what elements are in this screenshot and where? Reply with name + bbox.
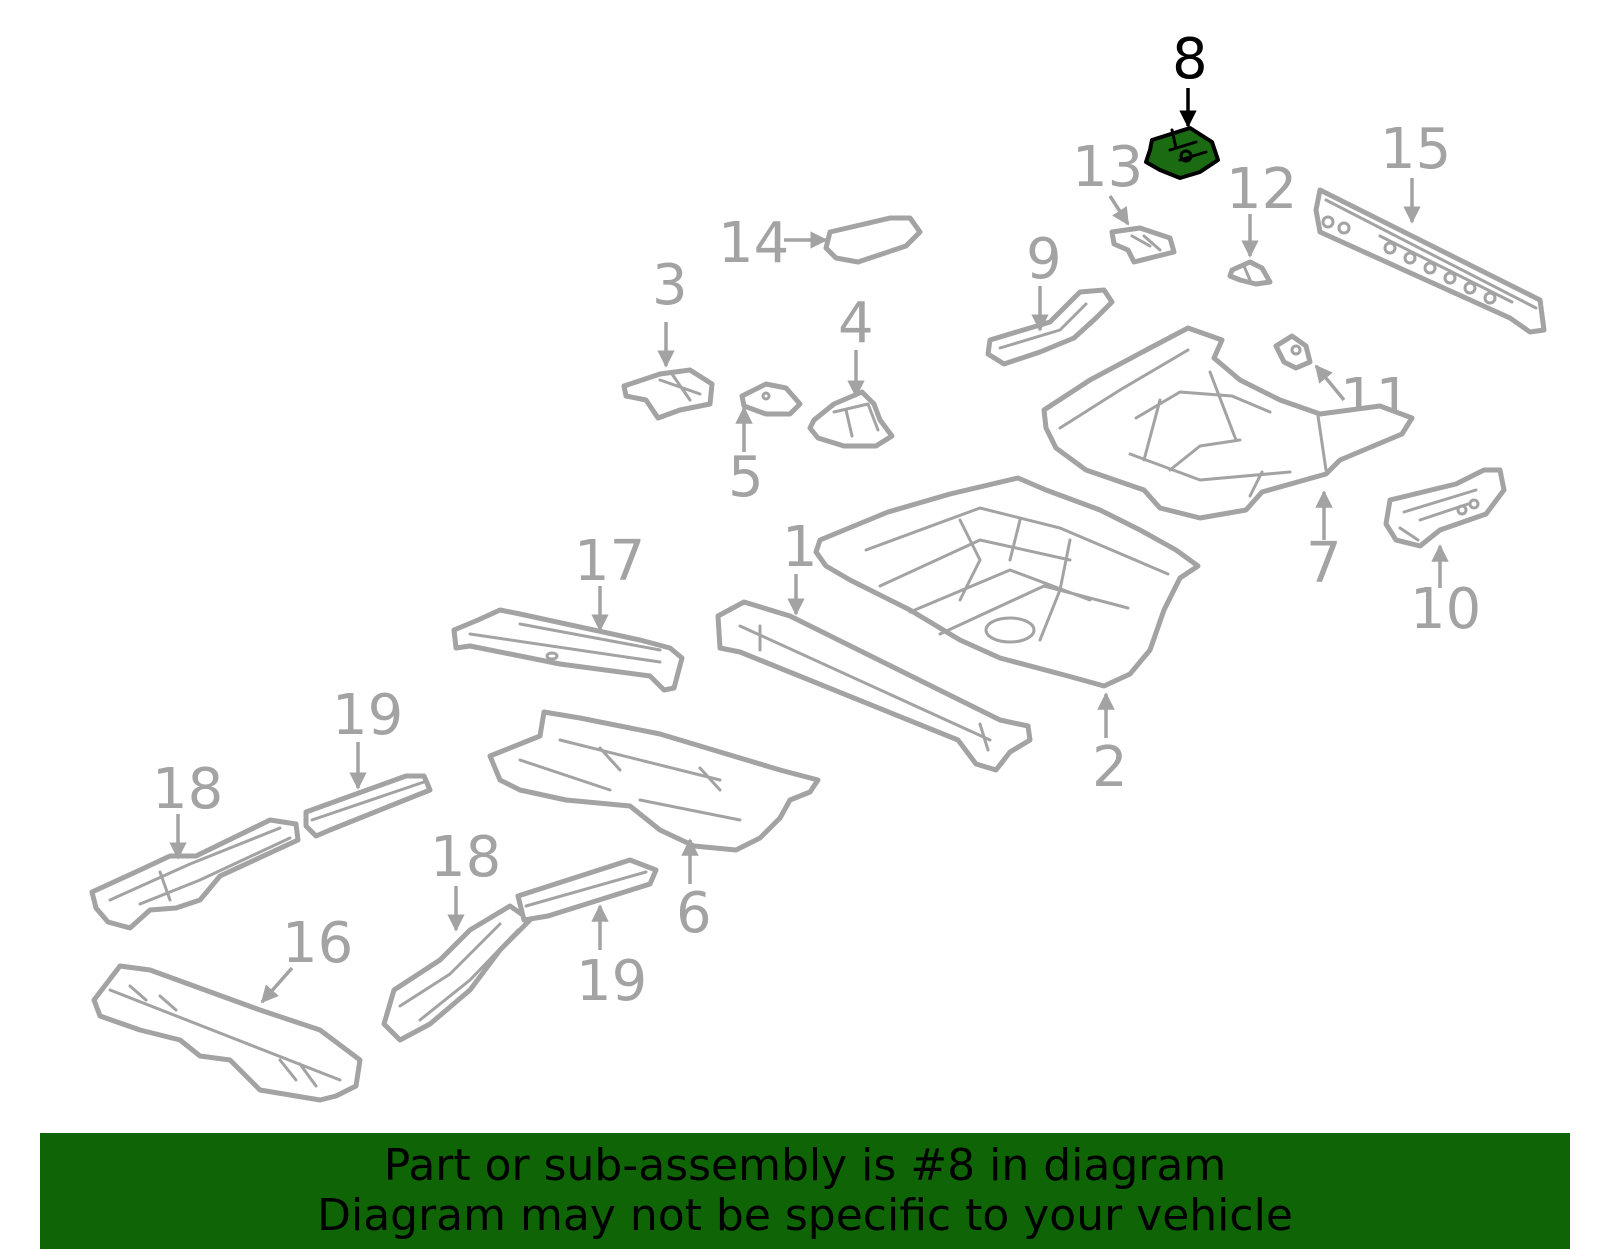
callout-2: 2	[1092, 735, 1128, 800]
callout-15: 15	[1380, 117, 1451, 182]
arrow-13	[1108, 195, 1130, 226]
part-3	[621, 367, 715, 421]
part-16	[91, 963, 363, 1103]
callout-9: 9	[1026, 227, 1062, 292]
part-19-lower	[515, 857, 659, 923]
part-7	[1041, 325, 1415, 521]
part-1	[715, 599, 1033, 773]
part-8-highlighted[interactable]	[1144, 126, 1220, 180]
callout-7: 7	[1306, 531, 1342, 596]
callout-17: 17	[574, 529, 645, 594]
part-13	[1109, 225, 1177, 265]
callout-18-left: 18	[152, 757, 223, 822]
callout-4: 4	[838, 291, 874, 356]
callout-3: 3	[652, 253, 688, 318]
part-10	[1383, 467, 1507, 549]
callout-14: 14	[718, 211, 789, 276]
arrow-16	[260, 966, 294, 1004]
notice-banner: Part or sub-assembly is #8 in diagram Di…	[40, 1133, 1570, 1249]
part-19-upper	[303, 773, 433, 839]
part-6	[487, 709, 821, 853]
callout-8: 8	[1172, 27, 1208, 92]
part-17	[451, 607, 685, 693]
part-14	[823, 215, 923, 265]
callout-18-lower: 18	[430, 825, 501, 890]
part-5	[739, 381, 803, 417]
callout-6: 6	[676, 881, 712, 946]
callout-10: 10	[1410, 577, 1481, 642]
part-11	[1273, 333, 1313, 371]
part-4	[807, 389, 895, 449]
part-18-left	[89, 817, 301, 931]
banner-line-2: Diagram may not be specific to your vehi…	[317, 1190, 1293, 1241]
callout-16: 16	[282, 911, 353, 976]
part-15	[1313, 187, 1547, 335]
part-9	[985, 287, 1115, 367]
arrow-11	[1314, 364, 1346, 402]
banner-line-1: Part or sub-assembly is #8 in diagram	[383, 1140, 1227, 1191]
callout-1: 1	[782, 515, 818, 580]
callout-19-upper: 19	[332, 683, 403, 748]
part-2	[813, 475, 1201, 689]
callout-13: 13	[1072, 135, 1143, 200]
part-12	[1227, 259, 1273, 287]
callout-5: 5	[728, 445, 764, 510]
callout-12: 12	[1226, 157, 1297, 222]
callout-19-lower: 19	[576, 949, 647, 1014]
part-18-lower	[381, 903, 533, 1043]
